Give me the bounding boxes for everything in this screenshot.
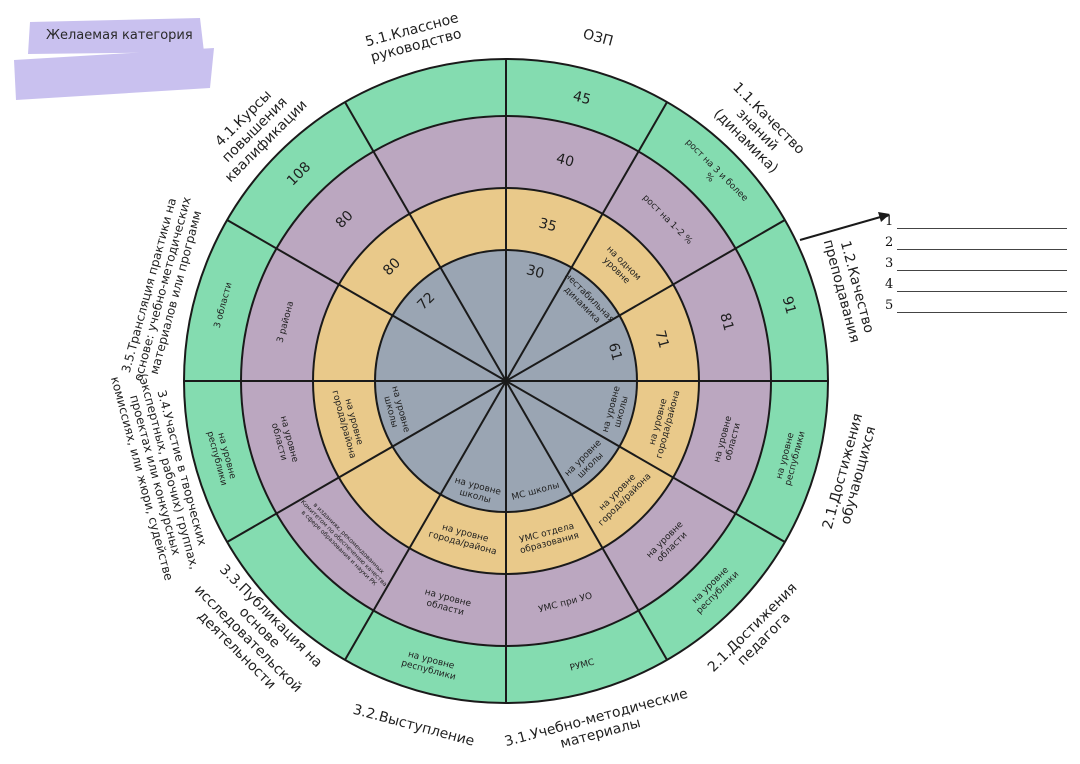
- category-label: ОЗП: [581, 26, 615, 49]
- pointer-arrow: [799, 212, 890, 241]
- cell-label: 61: [605, 341, 625, 362]
- spoke-line: [505, 219, 786, 382]
- category-label: 1.2.Качествопреподавания: [820, 234, 878, 345]
- cell-label: 40: [554, 151, 575, 171]
- list-item: 3: [885, 256, 1075, 277]
- list-item: 2: [885, 235, 1075, 256]
- blank-line[interactable]: [897, 291, 1067, 292]
- cell-label: 81: [716, 311, 736, 332]
- category-label: 5.1.Классноеруководство: [364, 10, 465, 66]
- numbered-blank-list: 1 2 3 4 5: [885, 214, 1075, 319]
- spoke-line: [505, 380, 668, 661]
- category-label: 2.1.Достиженияобучающихся: [820, 412, 882, 535]
- wheel-spokes: [184, 59, 828, 703]
- desired-category-tag: Желаемая категория: [8, 8, 223, 108]
- blank-line[interactable]: [897, 228, 1067, 229]
- blank-line[interactable]: [897, 312, 1067, 313]
- category-label: 3.2.Выступление: [351, 702, 476, 750]
- cell-label: 45: [571, 88, 592, 108]
- cell-label: 71: [652, 329, 672, 350]
- spoke-line: [344, 101, 507, 382]
- spoke-line: [505, 101, 668, 382]
- list-item: 4: [885, 277, 1075, 298]
- cell-label: 30: [524, 262, 545, 282]
- spoke-line: [226, 380, 507, 543]
- spoke-line: [505, 380, 786, 543]
- blank-line[interactable]: [897, 270, 1067, 271]
- highlight-scribble: [14, 18, 214, 100]
- list-item: 1: [885, 214, 1075, 235]
- spoke-line: [344, 380, 507, 661]
- spoke-line: [226, 219, 507, 382]
- cell-label: 91: [779, 295, 799, 316]
- blank-line[interactable]: [897, 249, 1067, 250]
- cell-label: 35: [537, 215, 558, 235]
- desired-category-label: Желаемая категория: [46, 28, 193, 43]
- list-item: 5: [885, 298, 1075, 319]
